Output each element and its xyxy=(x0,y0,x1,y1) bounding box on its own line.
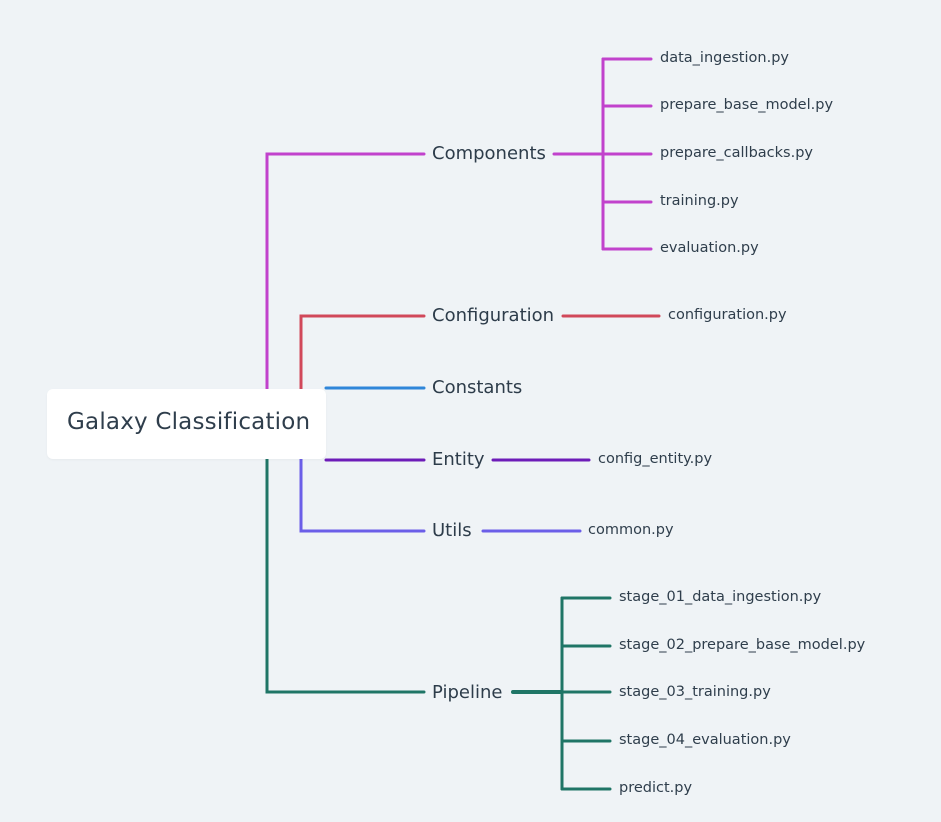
node-file-stage-04[interactable]: stage_04_evaluation.py xyxy=(619,732,791,748)
node-file-prepare-base-model[interactable]: prepare_base_model.py xyxy=(660,97,834,113)
root-node-label: Galaxy Classification xyxy=(67,409,311,435)
utils-connectors xyxy=(299,457,582,533)
node-utils[interactable]: Utils xyxy=(432,520,472,541)
root-to-pipeline-connector xyxy=(265,457,426,694)
root-to-components-connector xyxy=(265,152,426,391)
node-file-evaluation[interactable]: evaluation.py xyxy=(660,240,759,256)
root-to-utils-connector xyxy=(299,457,426,533)
node-file-stage-03[interactable]: stage_03_training.py xyxy=(619,684,771,700)
root-node[interactable]: Galaxy Classification xyxy=(47,389,326,459)
node-configuration[interactable]: Configuration xyxy=(432,305,555,326)
node-file-configuration[interactable]: configuration.py xyxy=(668,307,787,323)
node-file-common[interactable]: common.py xyxy=(588,522,674,538)
node-file-stage-01[interactable]: stage_01_data_ingestion.py xyxy=(619,589,822,605)
node-file-predict[interactable]: predict.py xyxy=(619,780,693,796)
components-connectors xyxy=(265,57,653,391)
node-file-stage-02[interactable]: stage_02_prepare_base_model.py xyxy=(619,637,866,653)
node-file-config-entity[interactable]: config_entity.py xyxy=(598,451,713,467)
configuration-connectors xyxy=(299,314,661,391)
node-pipeline[interactable]: Pipeline xyxy=(432,682,503,703)
node-components[interactable]: Components xyxy=(432,143,546,164)
root-to-configuration-connector xyxy=(299,314,426,391)
node-file-prepare-callbacks[interactable]: prepare_callbacks.py xyxy=(660,145,813,161)
pipeline-connectors xyxy=(265,457,612,791)
node-file-data-ingestion[interactable]: data_ingestion.py xyxy=(660,50,789,66)
node-constants[interactable]: Constants xyxy=(432,377,523,398)
node-file-training[interactable]: training.py xyxy=(660,193,739,209)
node-entity[interactable]: Entity xyxy=(432,449,485,470)
